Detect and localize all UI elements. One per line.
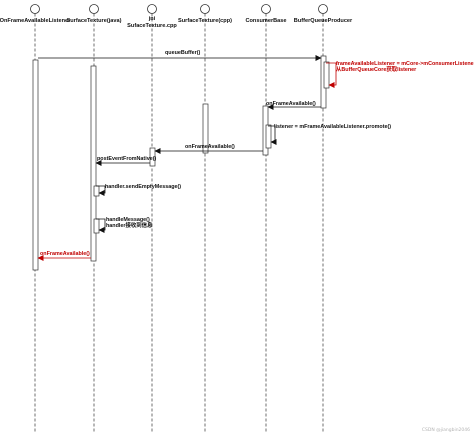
activation-jni — [149, 147, 156, 167]
participant-label-line: jni — [148, 16, 156, 22]
message-label-line: handler接收到信息 — [106, 223, 153, 230]
activation-bqp-nested — [323, 61, 330, 89]
message-label-frame-available-listener-self: frameAvailableListener = mCore->mConsume… — [336, 61, 474, 74]
activation-stj-nested — [93, 185, 100, 197]
participant-head-ofal — [30, 4, 40, 14]
message-label-post-event-from-native: postEventFromNative() — [97, 156, 156, 162]
participant-label-line: BufferQueueProducer — [293, 18, 353, 24]
participant-label-line: OnFrameAvailableListener — [0, 18, 71, 24]
message-arrow-frame-available-listener-self — [326, 62, 337, 88]
message-label-listener-promote-self: listener = mFrameAvailableListener.promo… — [274, 124, 391, 130]
message-label-line: handleMessage() — [106, 217, 150, 223]
participant-label-cb: ConsumerBase — [245, 18, 286, 25]
message-label-on-frame-available-listener: onFrameAvailable() — [40, 251, 90, 257]
message-label-line: listener = mFrameAvailableListener.promo… — [274, 124, 392, 130]
message-label-on-frame-available-cb: onFrameAvailable() — [266, 101, 316, 107]
message-label-line: postEventFromNative() — [97, 156, 157, 162]
participant-label-line: SurfaceTexture(java) — [66, 18, 122, 24]
participant-label-line: SurfaceTexture(cpp) — [178, 18, 232, 24]
participant-label-bqp: BufferQueueProducer — [294, 18, 352, 25]
message-arrow-send-empty-message-self — [96, 185, 106, 196]
message-label-line: handler.sendEmptyMessage() — [105, 184, 182, 190]
message-label-line: frameAvailableListener = mCore->mConsume… — [336, 61, 474, 67]
participant-label-line: SufaceTexture.cpp — [127, 22, 177, 29]
message-label-line: 从BufferQueueCore获取listener — [336, 67, 417, 74]
participant-head-bqp — [318, 4, 328, 14]
message-label-handle-message-self: handleMessage()handler接收到信息 — [106, 217, 152, 230]
participant-head-stc — [200, 4, 210, 14]
participant-label-line: ConsumerBase — [245, 18, 287, 24]
participant-label-stc: SurfaceTexture(cpp) — [178, 18, 232, 25]
watermark: CSDN @jiangbin2046 — [421, 428, 470, 433]
message-label-on-frame-available-jni: onFrameAvailable() — [185, 144, 235, 150]
message-label-send-empty-message-self: handler.sendEmptyMessage() — [105, 184, 181, 190]
activation-cb-nested — [265, 124, 272, 149]
message-label-queue-buffer: queueBuffer() — [165, 50, 200, 56]
message-arrow-listener-promote-self — [268, 125, 277, 145]
participant-label-ofal: OnFrameAvailableListener — [0, 18, 70, 25]
message-label-line: onFrameAvailable() — [185, 144, 235, 150]
message-label-line: onFrameAvailable() — [266, 101, 316, 107]
activation-ofal — [32, 59, 39, 271]
participant-head-cb — [261, 4, 271, 14]
participant-label-stj: SurfaceTexture(java) — [67, 18, 122, 25]
message-label-line: onFrameAvailable() — [40, 251, 90, 257]
activation-stc — [202, 103, 209, 154]
participant-head-stj — [89, 4, 99, 14]
message-label-line: queueBuffer() — [165, 50, 201, 56]
activation-stj-nested-2 — [93, 218, 100, 234]
participant-head-jni — [147, 4, 157, 14]
message-arrow-handle-message-self — [96, 218, 106, 233]
